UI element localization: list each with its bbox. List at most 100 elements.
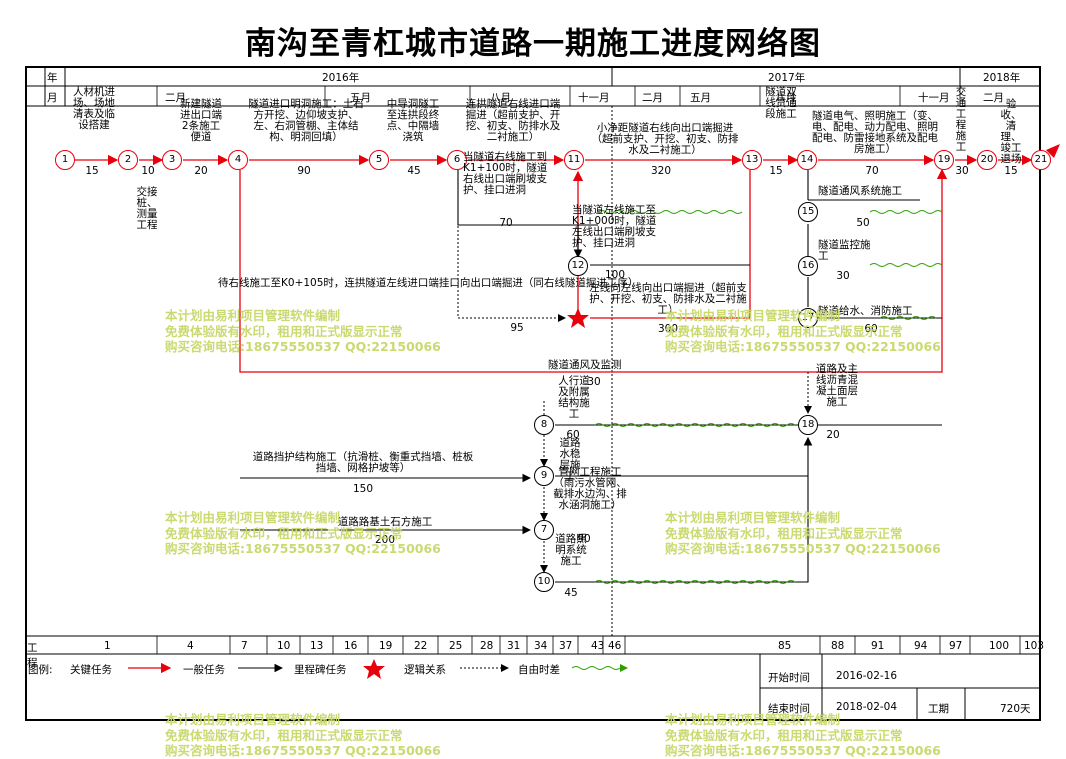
tick-label: 16 (344, 640, 358, 652)
duration-label: 150 (352, 483, 374, 495)
month-2: 八月 (490, 92, 511, 104)
duration-label: 60 (566, 429, 580, 441)
duration-label: 15 (1004, 165, 1018, 177)
node: 1 (55, 150, 75, 170)
duration-label: 30 (836, 270, 850, 282)
duration-label: 300 (657, 323, 679, 335)
activity-label: 道路水稳层施工 (559, 437, 581, 482)
tick-label: 13 (310, 640, 324, 652)
tick-label: 43 (591, 640, 605, 652)
tick-label: 103 (1024, 640, 1045, 652)
tick-label: 1 (104, 640, 111, 652)
activity-label: 隧道通风及监测 (548, 359, 622, 371)
month-3: 十一月 (578, 92, 610, 104)
activity-label: 当隧道左线施工至K1+000时，隧道左线出口端刷坡支护、挂口进洞 (572, 204, 657, 249)
duration-label: 30 (587, 376, 601, 388)
duration-label: 15 (769, 165, 783, 177)
tick-label: 19 (379, 640, 393, 652)
activity-label: 道路及主线沥青混凝土面层施工 (816, 363, 858, 408)
activity-label: 隧道双线贯通段施工 (765, 86, 797, 120)
activity-label: 小净距隧道右线向出口端掘进（超前支护、开挖、初支、防排水及二衬施工） (591, 122, 739, 156)
start-label: 开始时间 (768, 672, 810, 684)
node: 6 (447, 150, 467, 170)
legend-critical: 关键任务 (70, 664, 112, 676)
activity-label: 当隧道右线施工到K1+100时，隧道右线出口端刷坡支护、挂口进洞 (463, 151, 548, 196)
node: 11 (564, 150, 584, 170)
chart-frame (25, 66, 1041, 721)
activity-label: 道路照明系统施工 (555, 533, 587, 567)
year-2017: 2017年 (768, 72, 806, 84)
duration-label: 200 (374, 534, 396, 546)
node: 14 (797, 150, 817, 170)
duration-label: 30 (955, 165, 969, 177)
activity-label: 人行道及附属结构施工 (558, 375, 590, 420)
tick-label: 94 (914, 640, 928, 652)
legend-float: 自由时差 (518, 664, 560, 676)
activity-label: 隧道监控施工 (818, 239, 871, 262)
free-float (594, 210, 943, 584)
duration-label: 50 (856, 217, 870, 229)
end-label: 结束时间 (768, 703, 810, 715)
activity-label: 隧道电气、照明施工（变、电、配电、动力配电、照明配电、防雷接地系统及配电房施工） (812, 110, 938, 155)
end-value: 2018-02-04 (836, 701, 898, 713)
activity-label: 交接桩、测量工程 (136, 186, 158, 231)
header-grid (25, 66, 1041, 721)
duration-label: 90 (577, 533, 591, 545)
month-5: 五月 (690, 92, 711, 104)
tick-label: 88 (831, 640, 845, 652)
activity-label: 隧道通风系统施工 (818, 185, 902, 197)
year-label: 年 (47, 72, 58, 84)
start-value: 2016-02-16 (836, 670, 898, 682)
node: 17 (798, 308, 818, 328)
activity-label: 人材机进场、场地清表及临设搭建 (73, 86, 115, 131)
node: 16 (798, 256, 818, 276)
legend-title: 图例: (28, 664, 53, 676)
month-0: 二月 (165, 92, 186, 104)
tick-label: 46 (608, 640, 622, 652)
activity-label: 连拱隧道右线进口端掘进（超前支护、开挖、初支、防排水及二衬施工） (465, 98, 561, 143)
tick-label: 97 (949, 640, 963, 652)
ticks-label: 工程 (27, 642, 38, 669)
duration-value: 720天 (1000, 703, 1031, 715)
duration-label: 45 (407, 165, 421, 177)
duration-label: 60 (864, 323, 878, 335)
tick-label: 37 (559, 640, 573, 652)
tick-grid (156, 636, 1021, 654)
node: 10 (534, 572, 554, 592)
year-2018: 2018年 (983, 72, 1021, 84)
legend-milestone: 里程碑任务 (294, 664, 347, 676)
tick-label: 100 (989, 640, 1010, 652)
legend-normal: 一般任务 (183, 664, 225, 676)
activity-label: 隧道进口明洞施工：土石方开挖、边仰坡支护、左、右洞管棚、主体结构、明洞回填） (248, 98, 364, 143)
tick-label: 31 (507, 640, 521, 652)
tick-label: 4 (187, 640, 194, 652)
node: 7 (534, 520, 554, 540)
activity-label: 待右线施工至K0+105时，连拱隧道左线进口端挂口向出口端掘进（同右线隧道掘进工… (218, 277, 639, 289)
duration-label: 10 (141, 165, 155, 177)
tick-label: 91 (871, 640, 885, 652)
tick-label: 25 (449, 640, 463, 652)
tick-label: 28 (480, 640, 494, 652)
duration-label: 工期 (928, 703, 949, 715)
year-2016: 2016年 (322, 72, 360, 84)
node: 13 (742, 150, 762, 170)
activity-label: 交通工程施工 (955, 86, 967, 153)
duration-label: 100 (604, 269, 626, 281)
duration-label: 95 (510, 322, 524, 334)
duration-label: 45 (564, 587, 578, 599)
tick-label: 22 (414, 640, 428, 652)
month-6: 八月 (775, 92, 796, 104)
activity-label: 新建隧道进出口端2条施工便道 (180, 98, 222, 143)
duration-label: 70 (499, 217, 513, 229)
node: 18 (798, 415, 818, 435)
legend-star-icon (363, 659, 385, 679)
milestone-star-icon (567, 308, 589, 328)
end-flag-icon (1046, 144, 1060, 158)
activity-label: 左线向左线向出口端掘进（超前支护、开挖、初支、防排水及二衬施工） (589, 282, 747, 316)
duration-label: 20 (826, 429, 840, 441)
activity-label: 道路路基土石方施工 (337, 516, 433, 528)
node: 9 (534, 466, 554, 486)
duration-label: 90 (297, 165, 311, 177)
activity-label: 道路挡护结构施工（抗滑桩、衡重式挡墙、桩板挡墙、网格护坡等） (252, 451, 474, 474)
